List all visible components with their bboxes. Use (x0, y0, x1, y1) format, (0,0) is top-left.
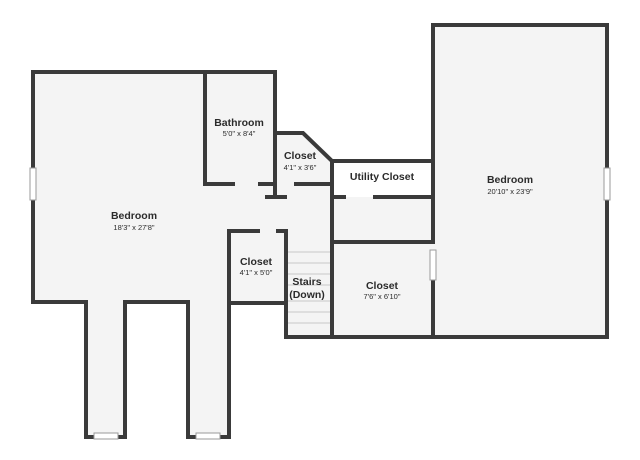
closet-top-dimensions: 4'1" x 3'6" (284, 163, 317, 172)
closet-right-wall (330, 240, 435, 339)
hall-divider (265, 182, 287, 199)
room-labels: Bedroom 18'3" x 27'8" Bathroom 5'0" x 8'… (111, 117, 533, 301)
bedroom-right-name: Bedroom (487, 174, 533, 186)
closet-right-name: Closet (366, 280, 399, 292)
bedroom-right-dimensions: 20'10" x 23'9" (487, 187, 533, 196)
bedroom-left-name: Bedroom (111, 210, 157, 222)
bathroom-name: Bathroom (214, 117, 264, 129)
closet-right-dimensions: 7'6" x 6'10" (364, 292, 401, 301)
left-bedroom-wall (31, 70, 288, 439)
utility-closet-name: Utility Closet (350, 171, 415, 183)
stairs-name-line2: (Down) (289, 289, 325, 301)
floor-fill (33, 25, 607, 437)
closet-top-name: Closet (284, 150, 317, 162)
closet-left-wall (227, 195, 334, 339)
stairs-name-line1: Stairs (292, 276, 321, 288)
window-leg-1 (93, 432, 119, 440)
closet-left-name: Closet (240, 256, 273, 268)
window-right-closet (429, 249, 437, 281)
closet-left-dimensions: 4'1" x 5'0" (240, 268, 273, 277)
bedroom-left-dimensions: 18'3" x 27'8" (113, 223, 154, 232)
window-right (603, 167, 611, 201)
stairs-treads (287, 251, 331, 324)
window-left (29, 167, 37, 201)
windows (29, 167, 611, 440)
bathroom-dimensions: 5'0" x 8'4" (223, 129, 256, 138)
window-leg-2 (195, 432, 221, 440)
